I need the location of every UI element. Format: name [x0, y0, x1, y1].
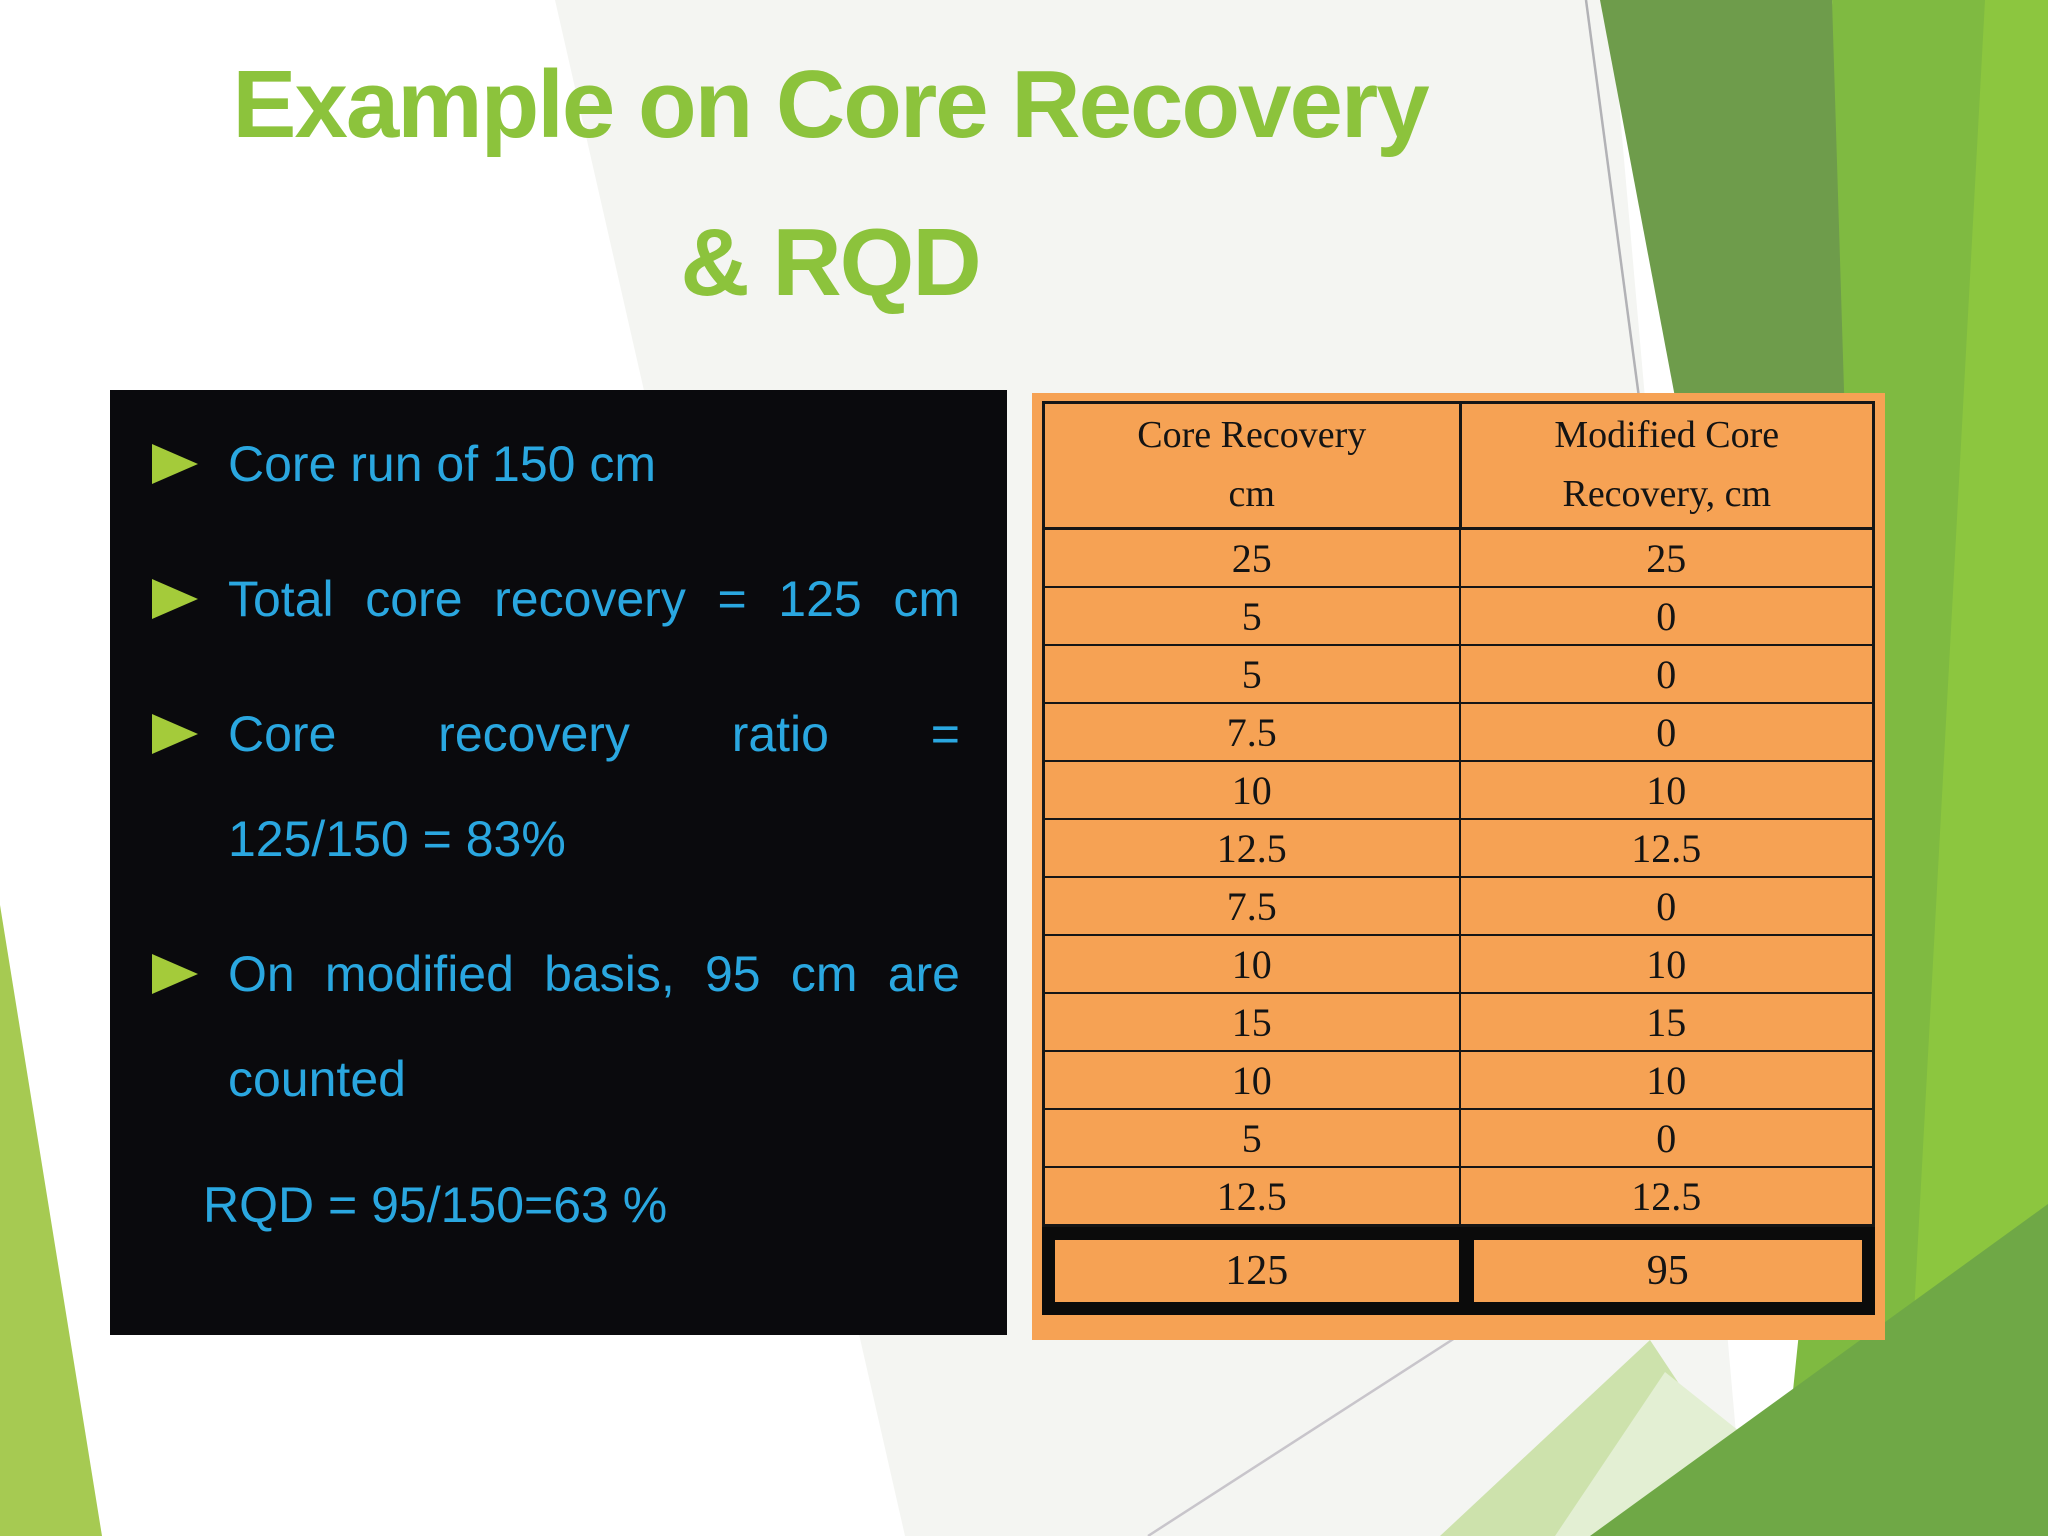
table-cell: 25 [1458, 530, 1873, 586]
bullet-word: = [717, 571, 747, 627]
bullet-triangle-icon [152, 714, 198, 754]
table-header-row: Core Recovery cm Modified Core Recovery,… [1045, 404, 1872, 530]
table-row: 25 25 [1045, 530, 1872, 588]
bullet-word: modified [324, 946, 514, 1002]
table-cell: 12.5 [1216, 1173, 1287, 1219]
bullet-word: core [365, 571, 463, 627]
bullet-item: Core run of 150 cm [152, 436, 960, 492]
slide-title-line1: Example on Core Recovery [232, 51, 1429, 158]
bullet-item: Total core recovery = 125 cm [152, 571, 960, 627]
bullet-word: are [887, 946, 960, 1002]
bullet-word: On [228, 946, 295, 1002]
table-cell: 25 [1231, 535, 1272, 581]
bullet-word: recovery [494, 571, 686, 627]
slide-title-line2: & RQD [680, 209, 981, 316]
slide-title: Example on Core Recovery & RQD [0, 26, 1660, 342]
total-core-recovery: 125 [1225, 1248, 1289, 1294]
table-cell: 12.5 [1458, 820, 1873, 876]
table-row: 12.5 12.5 [1045, 820, 1872, 878]
table-cell: 10 [1458, 1052, 1873, 1108]
bullet-text: Core run of 150 cm [228, 436, 960, 492]
bullet-triangle-cell [152, 946, 228, 994]
table-cell: 7.5 [1226, 709, 1277, 755]
col2-header-line1: Modified Core [1554, 414, 1780, 456]
bullet-word: 125 [778, 571, 862, 627]
table-cell: 10 [1231, 1057, 1272, 1103]
table-row: 10 10 [1045, 1052, 1872, 1110]
table-cell: 10 [1458, 936, 1873, 992]
bullet-triangle-icon [152, 444, 198, 484]
table-totals-row: 125 95 [1042, 1227, 1875, 1315]
total-modified-core-recovery: 95 [1458, 1240, 1863, 1302]
table-cell: 5 [1241, 1115, 1262, 1161]
table-cell: 0 [1458, 878, 1873, 934]
table-grid: Core Recovery cm Modified Core Recovery,… [1042, 401, 1875, 1227]
bullet-text-line: 125/150 = 83% [228, 811, 566, 867]
bullet-word: basis, [544, 946, 675, 1002]
bullet-triangle-cell [152, 571, 228, 619]
table-cell: 0 [1458, 588, 1873, 644]
content-panel: Core run of 150 cm Total core recovery = 125 c… [110, 390, 1007, 1335]
bullet-word: 95 [704, 946, 761, 1002]
col-header-core-recovery: Core Recovery cm [1045, 404, 1459, 527]
table-cell: 15 [1231, 999, 1272, 1045]
bullet-word: cm [790, 946, 858, 1002]
table-cell: 5 [1241, 593, 1262, 639]
table-cell: 10 [1458, 762, 1873, 818]
bullet-word: recovery [438, 706, 630, 762]
table-cell: 12.5 [1458, 1168, 1873, 1224]
bullet-triangle-icon [152, 954, 198, 994]
col1-header-line2: cm [1228, 472, 1275, 515]
table-cell: 0 [1458, 1110, 1873, 1166]
table-cell: 15 [1458, 994, 1873, 1050]
col1-header-line1: Core Recovery [1137, 414, 1367, 456]
table-row: 10 10 [1045, 936, 1872, 994]
table-cell: 12.5 [1216, 825, 1287, 871]
bullet-list: Core run of 150 cm Total core recovery = 125 c… [152, 436, 960, 1107]
bullet-triangle-cell [152, 706, 228, 754]
bullet-word: Core [228, 706, 337, 762]
bullet-text: Total core recovery = 125 cm [228, 571, 960, 627]
bullet-word: ratio [731, 706, 829, 762]
table-cell: 0 [1458, 704, 1873, 760]
bullet-word: Total [228, 571, 334, 627]
table-row: 12.5 12.5 [1045, 1168, 1872, 1224]
core-recovery-table: Core Recovery cm Modified Core Recovery,… [1032, 393, 1885, 1340]
bullet-text-line: Total core recovery = 125 cm [228, 571, 960, 627]
bullet-text: Core recovery ratio = 125/150 = 83% [228, 706, 960, 867]
bullet-text-line: Core run of 150 cm [228, 436, 656, 492]
bullet-triangle-cell [152, 436, 228, 484]
bullet-text-line: counted [228, 1051, 406, 1107]
bullet-item: Core recovery ratio = 125/150 = 83% [152, 706, 960, 867]
table-row: 10 10 [1045, 762, 1872, 820]
bullet-word: cm [893, 571, 960, 627]
table-cell: 5 [1241, 651, 1262, 697]
col-header-modified-core-recovery: Modified Core Recovery, cm [1458, 404, 1873, 527]
table-cell: 10 [1231, 767, 1272, 813]
table-cell: 10 [1231, 941, 1272, 987]
bullet-text-line: Core recovery ratio = [228, 706, 960, 762]
bullet-word: = [930, 706, 960, 762]
bullet-triangle-icon [152, 579, 198, 619]
rqd-result-line: RQD = 95/150=63 % [203, 1177, 668, 1233]
table-cell: 7.5 [1226, 883, 1277, 929]
table-cell: 0 [1458, 646, 1873, 702]
col2-header-line2: Recovery, cm [1562, 472, 1772, 515]
